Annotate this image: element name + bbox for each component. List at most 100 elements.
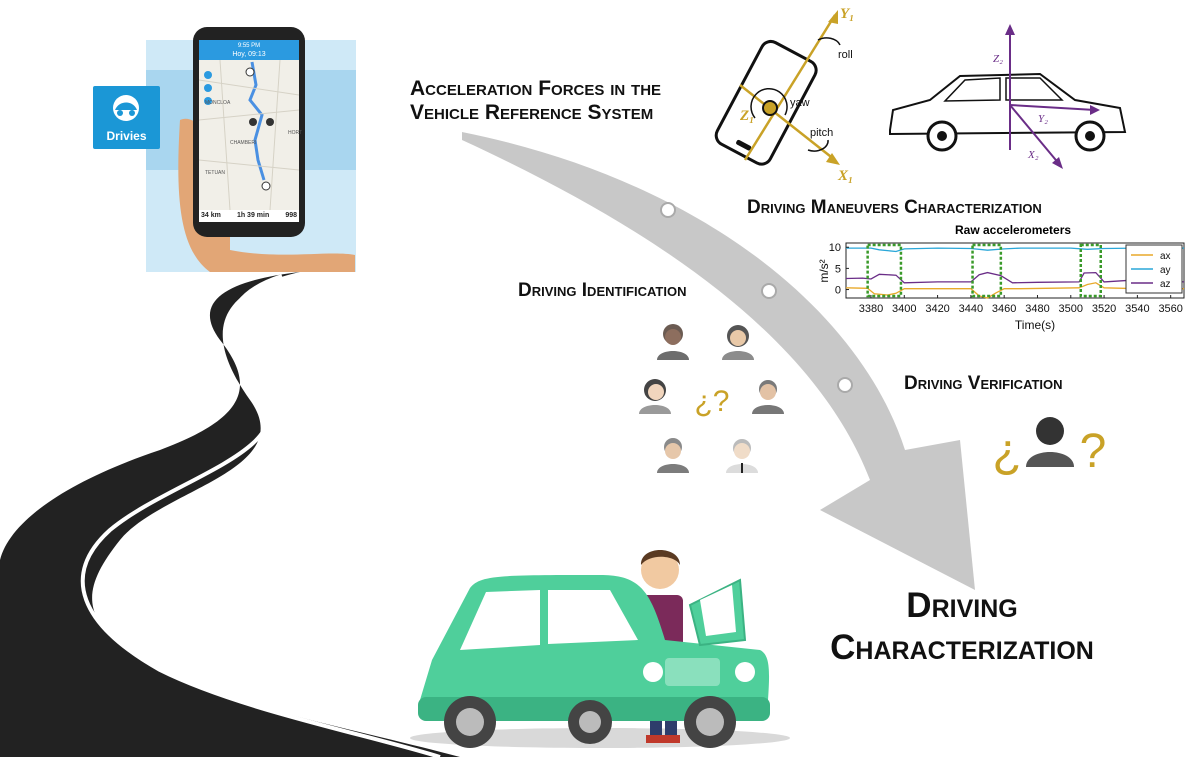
map-pin-end-icon <box>261 181 271 191</box>
chart-legend-items: ax ay az <box>1131 251 1171 290</box>
phone-illustration <box>146 27 356 273</box>
person-icon <box>752 380 784 414</box>
main-title: Driving Characterization <box>812 585 1112 669</box>
car-axes-diagram: Z₂ Y₂ X₂ <box>889 24 1127 169</box>
x-tick-label: 3520 <box>1092 303 1116 315</box>
main-title-line1: Driving <box>906 586 1018 625</box>
z1-axis-origin <box>762 100 778 116</box>
x-tick-label: 3480 <box>1025 303 1049 315</box>
pitch-label: pitch <box>810 127 833 139</box>
map-tool-icon <box>204 71 212 79</box>
drivies-logo: Drivies <box>93 86 160 149</box>
map-place-label: MONCLOA <box>205 100 231 106</box>
chart-xlabel: Time(s) <box>1015 318 1055 332</box>
verification-group: ¿ ? <box>992 417 1106 478</box>
roll-label: roll <box>838 49 853 61</box>
trip-summary-bar <box>199 210 299 222</box>
car-window-rear <box>460 590 540 650</box>
identification-group: ¿? <box>639 324 784 473</box>
x1-axis <box>739 84 836 161</box>
y-tick-label: 10 <box>829 242 841 254</box>
chart-ylabel: m/s² <box>817 259 831 282</box>
arrow-body <box>462 132 975 590</box>
series-line-ay <box>846 247 1184 253</box>
maneuver-highlight-box <box>866 243 903 298</box>
trip-duration: 1h 39 min <box>236 212 270 219</box>
person-icon <box>722 325 754 360</box>
x-tick-label: 3420 <box>925 303 949 315</box>
trip-distance: 34 km <box>201 212 221 219</box>
arrow-node-3 <box>837 377 853 393</box>
car-outline <box>889 72 1127 136</box>
green-car-illustration <box>410 550 790 748</box>
x1-axis-label: X₁ <box>837 168 853 184</box>
verification-close-mark: ? <box>1080 425 1107 478</box>
maneuvers-label: Driving Maneuvers Characterization <box>747 197 1042 218</box>
car-headlight <box>643 662 663 682</box>
verification-label: Driving Verification <box>904 373 1063 394</box>
y2-axis-label: Y₂ <box>1038 113 1048 125</box>
drivies-brand-label: Drivies <box>106 129 147 143</box>
app-header-title: Hoy, 09:13 <box>232 51 266 58</box>
car-headlight <box>735 662 755 682</box>
x2-axis <box>1009 104 1061 166</box>
yaw-label: yaw <box>790 97 810 109</box>
x-tick-label: 3560 <box>1158 303 1182 315</box>
map-pin-icon <box>266 118 274 126</box>
map-place-label: HORT <box>288 130 303 136</box>
x-tick-label: 3540 <box>1125 303 1149 315</box>
arrow-node-1 <box>660 202 676 218</box>
road-surface <box>0 272 460 757</box>
person-icon <box>639 379 671 414</box>
map-place-label: TETUAN <box>205 170 225 176</box>
y-tick-label: 5 <box>835 263 841 275</box>
person-icon <box>657 324 689 360</box>
app-header <box>199 40 299 60</box>
acceleration-forces-label: Acceleration Forces in the Vehicle Refer… <box>410 77 661 125</box>
x-tick-label: 3380 <box>859 303 883 315</box>
person-silhouette-icon <box>1026 417 1074 467</box>
acceleration-label-line2: Vehicle Reference System <box>410 101 654 124</box>
person-icon <box>726 439 758 473</box>
chart-title: Raw accelerometers <box>955 223 1072 237</box>
map-tool-icon <box>204 97 212 105</box>
trip-summary: 34 km 1h 39 min 998 <box>201 212 297 219</box>
map-pin-start-icon <box>245 67 255 77</box>
app-status-time: 9:55 PM <box>237 43 261 49</box>
verification-open-mark: ¿ <box>992 425 1021 478</box>
car-window-front <box>548 590 638 644</box>
legend-label-ax: ax <box>1160 251 1171 262</box>
pitch-rotation-icon <box>807 139 829 152</box>
yaw-rotation-icon <box>750 88 788 119</box>
x-tick-label: 3440 <box>959 303 983 315</box>
roll-rotation-icon <box>817 37 841 46</box>
y1-axis-label: Y₁ <box>840 6 854 22</box>
person-icon <box>657 438 689 473</box>
map-place-label: CHAMBERI <box>230 140 257 146</box>
phone-screen <box>199 40 299 222</box>
route-line <box>248 61 266 181</box>
legend-label-az: az <box>1160 279 1171 290</box>
x-tick-label: 3460 <box>992 303 1016 315</box>
road-center-line <box>80 274 441 757</box>
trip-score: 998 <box>285 212 297 219</box>
main-title-line2: Characterization <box>830 628 1094 667</box>
legend-label-ay: ay <box>1160 265 1171 276</box>
process-arrow <box>462 132 975 590</box>
maneuver-highlight-box <box>1079 243 1102 298</box>
acceleration-label-line1: Acceleration Forces in the <box>410 77 662 100</box>
y-tick-label: 0 <box>835 285 841 297</box>
phone-axes-diagram: Y₁ X₁ Z₁ roll yaw pitch <box>714 6 854 184</box>
y2-axis <box>1009 104 1096 111</box>
road <box>0 272 460 757</box>
x2-axis-label: X₂ <box>1027 149 1039 161</box>
map-tool-icon <box>204 84 212 92</box>
drivies-car-icon <box>113 95 139 121</box>
identification-question-mark: ¿? <box>694 385 729 418</box>
car-grille <box>665 658 720 686</box>
x-tick-label: 3400 <box>892 303 916 315</box>
identification-label: Driving Identification <box>518 280 687 301</box>
z2-axis-label: Z₂ <box>993 53 1003 65</box>
